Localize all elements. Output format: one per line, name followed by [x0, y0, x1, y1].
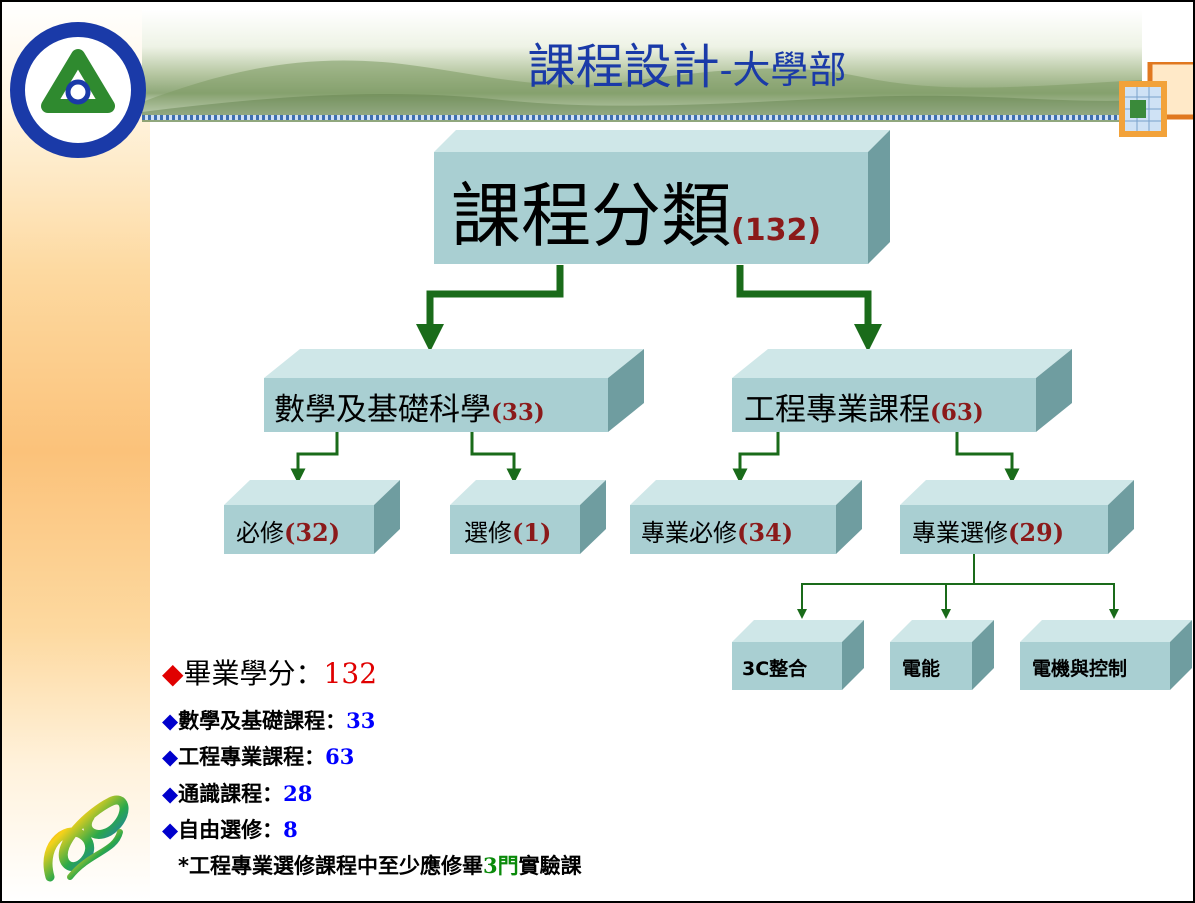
connector-3c: [797, 554, 975, 619]
connectors: [290, 265, 1119, 619]
box-required: 必修(32): [224, 480, 400, 554]
connector-eng-required: [732, 432, 780, 484]
math-count: (33): [491, 399, 545, 426]
root-label: 課程分類: [451, 175, 731, 257]
connector-math-required: [290, 432, 339, 484]
graduation-credits: ◆畢業學分：132: [162, 657, 378, 690]
connector-root-left: [416, 265, 564, 352]
box-major-elective: 專業選修(29): [900, 480, 1134, 554]
hills-decoration: [142, 60, 1142, 122]
diamond-bullet-icon: ◆: [162, 745, 179, 769]
credit-general: ◆通識課程：28: [162, 781, 313, 806]
connector-root-right: [736, 265, 882, 352]
box-major-required: 專業必修(34): [630, 480, 862, 554]
svg-text:專業選修(29): 專業選修(29): [912, 518, 1064, 547]
box-motor-control: 電機與控制: [1020, 620, 1192, 690]
credit-engineering: ◆工程專業課程：63: [162, 744, 355, 769]
svg-text:工程專業課程(63): 工程專業課程(63): [744, 392, 984, 428]
svg-text:數學及基礎科學(33): 數學及基礎科學(33): [274, 392, 545, 428]
box-power: 電能: [890, 620, 994, 690]
svg-text:課程分類(132): 課程分類(132): [451, 175, 821, 257]
connector-math-elective: [470, 432, 522, 484]
credit-free-elective: ◆自由選修：8: [162, 817, 298, 842]
diamond-bullet-icon: ◆: [162, 818, 179, 842]
box-elective: 選修(1): [450, 480, 606, 554]
lab-note: *工程專業選修課程中至少應修畢3門實驗課: [178, 853, 582, 878]
svg-text:3C整合: 3C整合: [742, 657, 808, 680]
eng-count: (63): [930, 399, 984, 426]
connector-eng-elective: [955, 432, 1020, 484]
ribbon-logo: [43, 795, 129, 882]
box-course-classification: 課程分類(132): [434, 130, 890, 264]
root-count: (132): [731, 213, 821, 248]
svg-text:專業必修(34): 專業必修(34): [641, 518, 793, 547]
eng-label: 工程專業課程: [744, 392, 930, 428]
svg-text:選修(1): 選修(1): [464, 518, 551, 547]
box-3c: 3C整合: [732, 620, 864, 690]
svg-text:電機與控制: 電機與控制: [1032, 657, 1127, 680]
math-label: 數學及基礎科學: [274, 392, 491, 428]
box-engineering: 工程專業課程(63): [732, 349, 1072, 432]
box-math-science: 數學及基礎科學(33): [264, 349, 644, 432]
connector-motor: [974, 583, 1119, 619]
diamond-bullet-icon: ◆: [162, 782, 179, 806]
credit-math: ◆數學及基礎課程：33: [162, 708, 376, 733]
page-title: 課程設計-大學部: [527, 39, 847, 95]
diamond-bullet-icon: ◆: [162, 657, 184, 690]
university-logo: [10, 22, 146, 158]
corner-decoration: [1119, 62, 1193, 137]
svg-text:電能: 電能: [902, 657, 940, 680]
header-divider: [142, 115, 1152, 120]
diamond-bullet-icon: ◆: [162, 709, 179, 733]
svg-text:必修(32): 必修(32): [236, 518, 340, 547]
